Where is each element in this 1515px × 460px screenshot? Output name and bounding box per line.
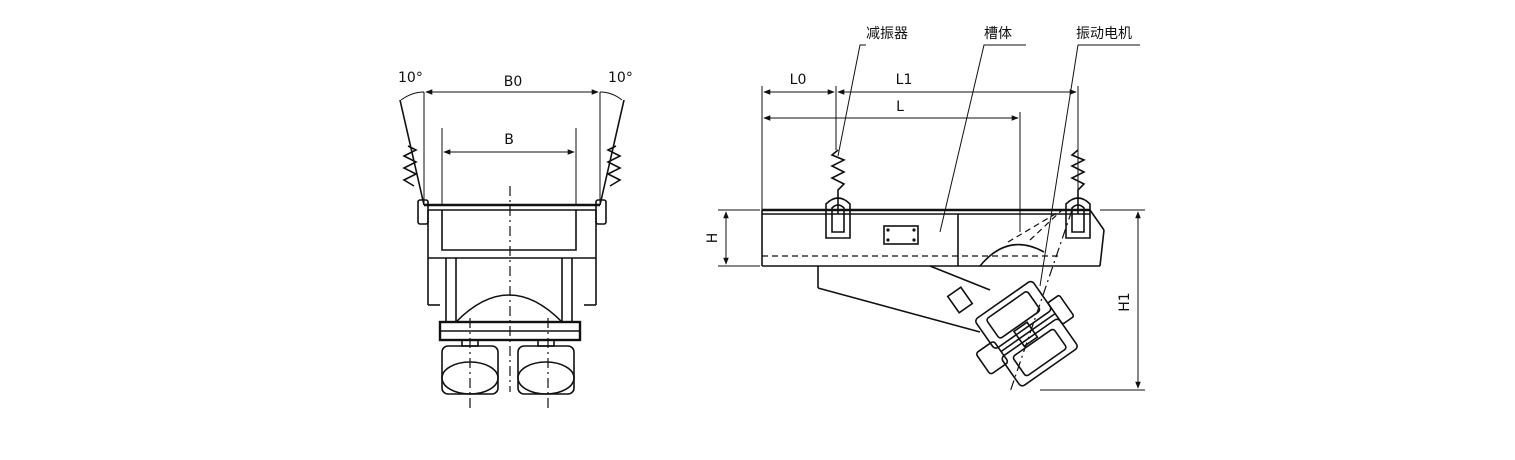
angle-left-label: 10° — [398, 70, 423, 86]
left-spring — [402, 145, 418, 187]
damper-clamp-right — [1065, 197, 1091, 239]
callout-motor-label: 振动电机 — [1076, 26, 1132, 42]
trough-leader-line — [939, 44, 1026, 233]
angle-left-arc — [400, 91, 425, 101]
motor-bracket — [817, 209, 1063, 333]
front-motors — [441, 339, 575, 395]
damper-leader-line — [837, 44, 866, 157]
dimension-l0: L0 — [763, 72, 835, 95]
dimension-l-label: L — [896, 99, 904, 115]
callout-trough-label: 槽体 — [984, 26, 1012, 42]
dimension-b0: B0 — [423, 74, 601, 205]
damper-clamp-left — [825, 197, 851, 239]
dimension-l: L — [763, 99, 1019, 121]
dimension-h1: H1 — [1040, 209, 1145, 391]
nameplate — [883, 225, 919, 245]
side-right-spring — [1070, 149, 1086, 198]
right-spring — [606, 145, 622, 187]
angle-right-arc — [599, 91, 623, 101]
dimension-l1-label: L1 — [896, 72, 913, 88]
motor-leader-line — [1039, 44, 1140, 287]
dimension-b0-label: B0 — [504, 74, 523, 90]
dimension-l0-label: L0 — [790, 72, 807, 88]
side-view: 减振器 槽体 振动电机 L0 L1 L H — [705, 26, 1145, 393]
dimension-b: B — [441, 128, 577, 205]
dimension-h-label: H — [705, 233, 721, 244]
dimension-b-label: B — [504, 132, 514, 148]
trough-front — [424, 203, 600, 306]
angle-right-label: 10° — [608, 70, 633, 86]
callout-damper-label: 减振器 — [866, 26, 908, 42]
side-left-spring — [830, 149, 846, 198]
front-view: B0 10° 10° B — [398, 70, 633, 408]
dimension-h1-label: H1 — [1117, 292, 1133, 311]
dimension-h: H — [705, 209, 760, 267]
motor-axis-line — [1009, 209, 1073, 393]
side-motors — [975, 280, 1078, 387]
dimension-l1: L1 — [837, 72, 1077, 95]
